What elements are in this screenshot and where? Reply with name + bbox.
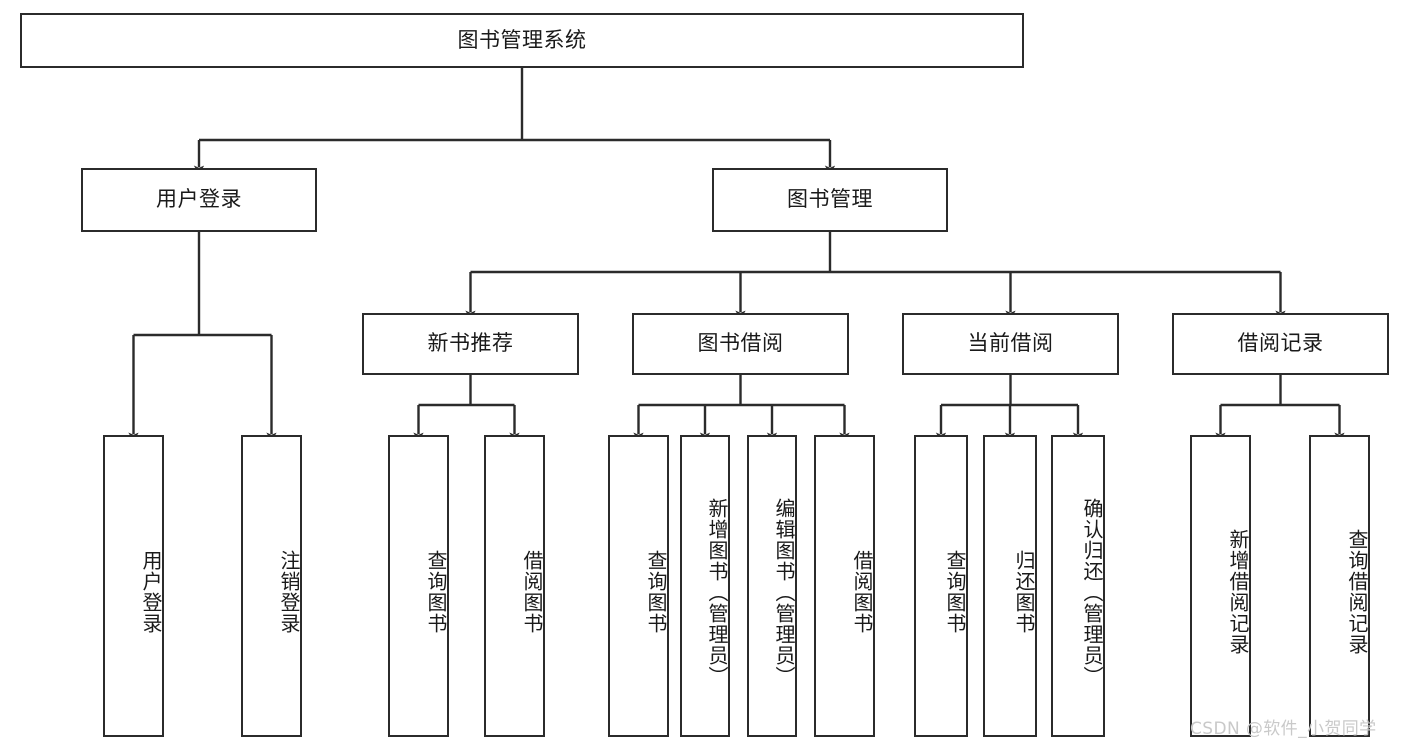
node-current-borrowing[interactable]: 当前借阅 <box>902 313 1119 375</box>
node-book-management[interactable]: 图书管理 <box>712 168 948 232</box>
leaf-borrow-query-book[interactable]: 查询图书 <box>608 435 669 737</box>
leaf-user-logout[interactable]: 注销登录 <box>241 435 302 737</box>
csdn-watermark: CSDN @软件_小贺同学 <box>1190 719 1377 739</box>
leaf-newbook-borrow-book[interactable]: 借阅图书 <box>484 435 545 737</box>
leaf-record-query-borrow-record[interactable]: 查询借阅记录 <box>1309 435 1370 737</box>
leaf-current-confirm-return-admin[interactable]: 确认归还（管理员） <box>1051 435 1105 737</box>
leaf-record-add-borrow-record[interactable]: 新增借阅记录 <box>1190 435 1251 737</box>
leaf-current-query-book[interactable]: 查询图书 <box>914 435 968 737</box>
node-book-borrowing[interactable]: 图书借阅 <box>632 313 849 375</box>
node-borrow-records[interactable]: 借阅记录 <box>1172 313 1389 375</box>
leaf-user-login[interactable]: 用户登录 <box>103 435 164 737</box>
leaf-newbook-query-book[interactable]: 查询图书 <box>388 435 449 737</box>
node-user-login[interactable]: 用户登录 <box>81 168 317 232</box>
leaf-borrow-borrow-book[interactable]: 借阅图书 <box>814 435 875 737</box>
leaf-current-return-book[interactable]: 归还图书 <box>983 435 1037 737</box>
leaf-borrow-edit-book-admin[interactable]: 编辑图书（管理员） <box>747 435 797 737</box>
leaf-borrow-add-book-admin[interactable]: 新增图书（管理员） <box>680 435 730 737</box>
node-root[interactable]: 图书管理系统 <box>20 13 1024 68</box>
node-new-book-recommendation[interactable]: 新书推荐 <box>362 313 579 375</box>
